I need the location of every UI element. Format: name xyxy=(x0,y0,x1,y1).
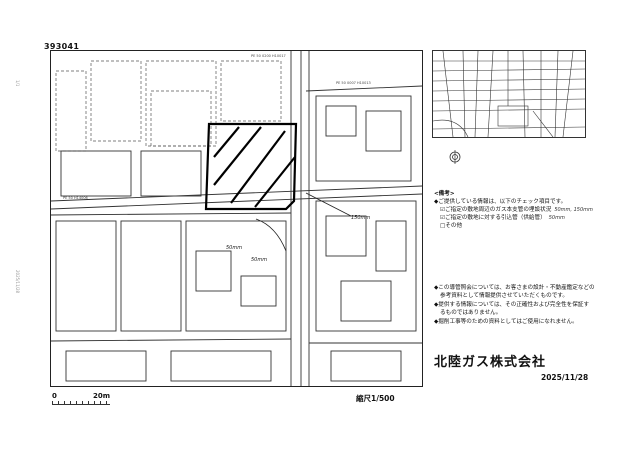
location-overview-map xyxy=(432,50,586,138)
annotation-150mm: 150mm xyxy=(351,215,370,221)
svg-text:50mm: 50mm xyxy=(251,257,267,263)
document-id: 393041 xyxy=(44,42,80,51)
pipe-map: 150mm 50mm 50mm PE 50 0200 H10017 PE 50 … xyxy=(50,50,423,387)
company-name: 北陸ガス株式会社 xyxy=(434,355,547,370)
scale-ratio: 縮尺1/500 xyxy=(356,394,395,403)
margin-note-bottom: 2025/11/28 xyxy=(15,270,20,294)
svg-text:50mm: 50mm xyxy=(226,245,242,251)
check-item-service-pipe: ☑ご指定の敷地に対する引込管（供給管）50mm xyxy=(440,215,565,221)
check-item-other: □その他 xyxy=(440,223,463,229)
remarks-section: <備考> ◆ご提供している情報は、以下のチェック項目です。 ☑ご指定の敷地周辺の… xyxy=(434,190,634,230)
svg-text:PE 50 H14006: PE 50 H14006 xyxy=(63,196,88,200)
svg-text:PE 50 0200 H10017: PE 50 0200 H10017 xyxy=(251,54,286,58)
disclaimers: ◆この導管照会については、お客さまの設計・不動産鑑定などの 参考資料として情報提… xyxy=(434,285,595,325)
map-drawing: 150mm 50mm 50mm PE 50 0200 H10017 PE 50 … xyxy=(51,51,422,386)
remarks-header: <備考> xyxy=(434,191,455,197)
margin-note-top: 1/1 xyxy=(15,80,20,87)
remarks-intro: ◆ご提供している情報は、以下のチェック項目です。 xyxy=(434,199,567,205)
north-arrow-icon xyxy=(449,150,461,164)
issue-date: 2025/11/28 xyxy=(541,373,589,382)
svg-text:PE 50 0007 H10013: PE 50 0007 H10013 xyxy=(336,81,371,85)
overview-map-drawing xyxy=(433,51,585,137)
